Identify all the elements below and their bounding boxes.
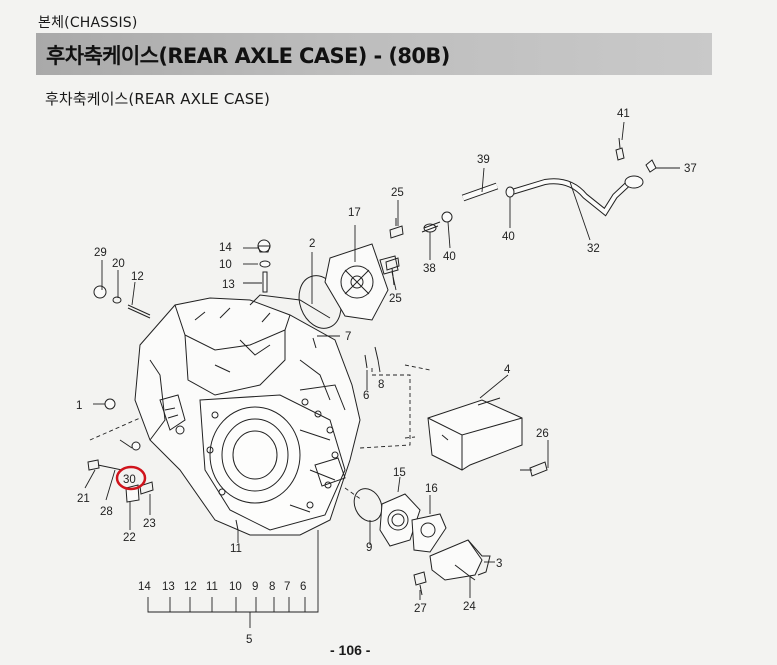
callout-23: 23 xyxy=(143,518,156,530)
lower-right-parts xyxy=(353,488,491,596)
bracket-label: 10 xyxy=(229,581,242,593)
callout-8: 8 xyxy=(378,379,384,391)
callout-37: 37 xyxy=(684,163,697,175)
bracket-label: 11 xyxy=(206,581,218,593)
callout-2: 2 xyxy=(309,238,315,250)
bracket-label: 12 xyxy=(184,581,197,593)
callout-15: 15 xyxy=(393,467,406,479)
callout-13: 13 xyxy=(222,279,235,291)
bracket-label: 8 xyxy=(269,581,275,593)
callout-5: 5 xyxy=(246,634,252,646)
callout-10: 10 xyxy=(219,259,232,271)
callout-17: 17 xyxy=(348,207,361,219)
callout-25a: 25 xyxy=(391,187,404,199)
bracket-label: 7 xyxy=(284,581,290,593)
callout-26: 26 xyxy=(536,428,549,440)
callout-1: 1 xyxy=(76,400,82,412)
callout-41: 41 xyxy=(617,108,630,120)
callout-6: 6 xyxy=(363,390,369,402)
callout-22: 22 xyxy=(123,532,136,544)
callout-39: 39 xyxy=(477,154,490,166)
bracket-label: 9 xyxy=(252,581,258,593)
diagram-subtitle: 후차축케이스(REAR AXLE CASE) xyxy=(45,90,270,108)
section-label: 본체(CHASSIS) xyxy=(38,15,138,31)
callout-38: 38 xyxy=(423,263,436,275)
callout-40b: 40 xyxy=(502,231,515,243)
page-title: 후차축케이스(REAR AXLE CASE) - (80B) xyxy=(46,44,450,68)
callout-11: 11 xyxy=(230,543,242,555)
bracket-label: 6 xyxy=(300,581,306,593)
callout-3: 3 xyxy=(496,558,502,570)
callout-4: 4 xyxy=(504,364,511,376)
callout-40a: 40 xyxy=(443,251,456,263)
callout-28: 28 xyxy=(100,506,113,518)
callout-14: 14 xyxy=(219,242,232,254)
cover-and-oring xyxy=(298,243,399,329)
callout-21: 21 xyxy=(77,493,90,505)
highlight-circle-30 xyxy=(115,465,147,491)
bracket-label: 14 xyxy=(138,581,151,593)
small-fasteners xyxy=(87,239,379,531)
callout-29: 29 xyxy=(94,247,107,259)
title-bar: 후차축케이스(REAR AXLE CASE) - (80B) xyxy=(36,33,712,75)
page-number: - 106 - xyxy=(330,642,371,658)
callout-16: 16 xyxy=(425,483,438,495)
side-cover-part4 xyxy=(427,397,548,477)
callout-32: 32 xyxy=(587,243,600,255)
callout-9: 9 xyxy=(366,542,372,554)
callout-24: 24 xyxy=(463,601,476,613)
callout-12: 12 xyxy=(131,271,144,283)
callout-20: 20 xyxy=(112,258,125,270)
callout-30: 30 xyxy=(123,474,136,486)
callout-27: 27 xyxy=(414,603,427,615)
callout-labels: 1 2 3 4 5 6 7 8 9 10 11 12 13 14 15 16 1… xyxy=(76,108,697,646)
rear-axle-case-housing xyxy=(134,294,361,536)
callout-7: 7 xyxy=(345,331,351,343)
leader-lines xyxy=(84,121,680,628)
callout-25b: 25 xyxy=(389,293,402,305)
bracket-label: 13 xyxy=(162,581,175,593)
